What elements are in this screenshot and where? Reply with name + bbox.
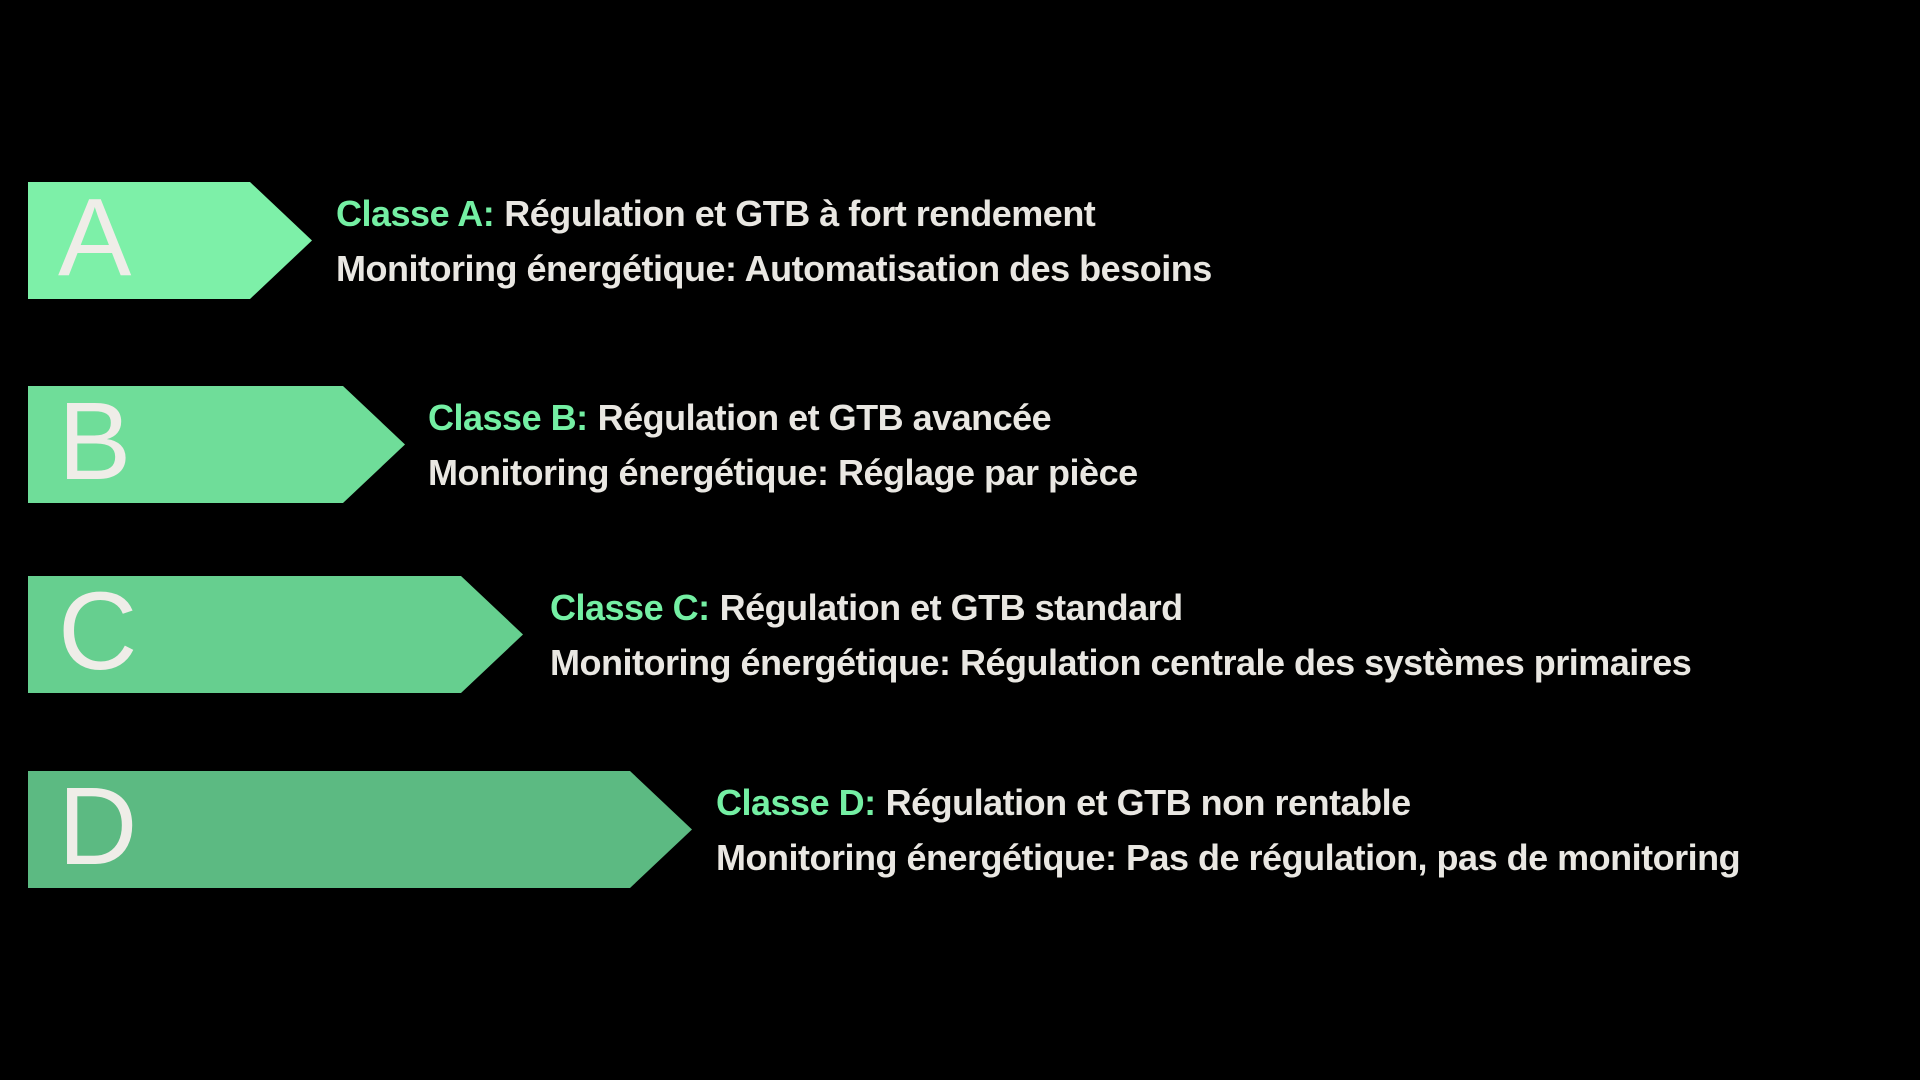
class-b-monitoring: Monitoring énergétique: Réglage par pièc… (428, 451, 1138, 493)
class-d-monitoring: Monitoring énergétique: Pas de régulatio… (716, 836, 1741, 878)
class-c-label: Classe C: (550, 586, 710, 628)
class-c-letter: C (58, 569, 138, 693)
class-b-letter: B (58, 379, 132, 503)
class-d-title: Régulation et GTB non rentable (885, 781, 1412, 823)
energy-class-row-c: C Classe C:Régulation et GTB standard Mo… (0, 576, 1920, 693)
class-b-label: Classe B: (428, 396, 588, 438)
class-a-title: Régulation et GTB à fort rendement (504, 192, 1096, 234)
class-b-arrow: B (28, 386, 405, 503)
class-d-title-line: Classe D:Régulation et GTB non rentable (716, 775, 1740, 830)
energy-class-row-d: D Classe D:Régulation et GTB non rentabl… (0, 771, 1920, 888)
class-d-description: Classe D:Régulation et GTB non rentable … (716, 775, 1741, 885)
class-d-letter: D (58, 764, 138, 888)
class-c-monitoring: Monitoring énergétique: Régulation centr… (550, 641, 1692, 683)
class-a-title-line: Classe A:Régulation et GTB à fort rendem… (336, 186, 1212, 241)
class-c-title-line: Classe C:Régulation et GTB standard (550, 580, 1691, 635)
class-a-label: Classe A: (336, 192, 495, 234)
class-b-title: Régulation et GTB avancée (597, 396, 1052, 438)
class-d-arrow: D (28, 771, 692, 888)
class-c-description: Classe C:Régulation et GTB standard Moni… (550, 580, 1692, 690)
class-a-arrow: A (28, 182, 312, 299)
class-c-arrow: C (28, 576, 523, 693)
energy-class-row-a: A Classe A:Régulation et GTB à fort rend… (0, 182, 1920, 299)
class-c-title: Régulation et GTB standard (719, 586, 1184, 628)
class-b-description: Classe B:Régulation et GTB avancée Monit… (428, 390, 1138, 500)
class-a-letter: A (58, 175, 132, 299)
energy-class-row-b: B Classe B:Régulation et GTB avancée Mon… (0, 386, 1920, 503)
class-a-description: Classe A:Régulation et GTB à fort rendem… (336, 186, 1212, 296)
class-b-title-line: Classe B:Régulation et GTB avancée (428, 390, 1138, 445)
class-d-label: Classe D: (716, 781, 876, 823)
class-a-monitoring: Monitoring énergétique: Automatisation d… (336, 247, 1212, 289)
